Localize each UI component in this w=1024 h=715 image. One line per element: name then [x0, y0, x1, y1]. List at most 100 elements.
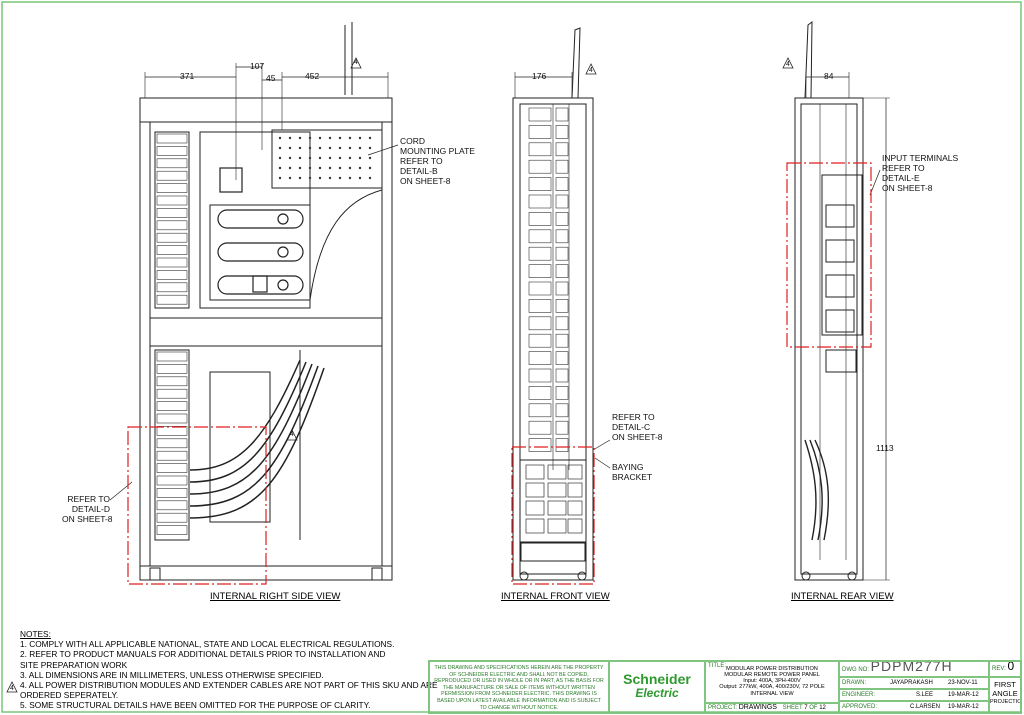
engineer-name: S.LEE [916, 692, 934, 698]
revision-triangle-icon [6, 681, 18, 693]
engineer-label: ENGINEER: [842, 692, 876, 698]
mounting-hole [348, 146, 352, 150]
mounting-hole [368, 166, 372, 170]
title-block: THIS DRAWING AND SPECIFICATIONS HEREIN A… [428, 660, 1022, 714]
callout-line: ON SHEET-8 [612, 432, 663, 442]
pdu-module [156, 220, 188, 231]
note-line: 4. ALL POWER DISTRIBUTION MODULES AND EX… [20, 680, 438, 691]
callout-line: MOUNTING PLATE [400, 146, 475, 156]
breaker-module [555, 420, 569, 435]
mounting-hole [278, 146, 282, 150]
mounting-hole [318, 136, 322, 140]
breaker-module [555, 333, 569, 348]
dim-1113: 1113 [876, 443, 894, 453]
breaker-module [555, 351, 569, 365]
view-title-right: INTERNAL RIGHT SIDE VIEW [210, 591, 341, 602]
sheet-total: 12 [819, 705, 826, 711]
mounting-hole [328, 166, 332, 170]
pdu-module [156, 376, 188, 387]
dim-84: 84 [824, 71, 834, 81]
breaker-module [528, 264, 552, 278]
mounting-hole [288, 136, 292, 140]
angle-line-3: PROJECTION [990, 699, 1020, 705]
mounting-hole [298, 176, 302, 180]
dim-452: 452 [305, 71, 320, 81]
revision-marker: 4 [290, 431, 294, 438]
breaker-module [555, 299, 569, 313]
breaker-module [555, 438, 569, 452]
pdu-module [156, 270, 188, 280]
detail-d-box [127, 426, 267, 585]
title-line: INTERNAL VIEW [750, 690, 794, 697]
pdu-module [156, 450, 188, 461]
feed-breaker [567, 518, 583, 534]
breaker-module [555, 246, 569, 261]
mounting-hole [308, 146, 312, 150]
callout-line: ON SHEET-8 [62, 514, 113, 524]
mounting-hole [308, 176, 312, 180]
mounting-hole [358, 136, 362, 140]
feed-breaker [567, 482, 583, 498]
pdu-module [156, 245, 188, 255]
mounting-hole [328, 156, 332, 160]
breaker-module [528, 246, 552, 261]
project-cell: PROJECT: DRAWINGS SHEET 7 OF 12 [705, 703, 839, 713]
dwg-label: DWG NO: [842, 667, 869, 673]
revision-marker: 4 [354, 59, 358, 66]
mounting-hole [298, 146, 302, 150]
title-cell: TITLE: MODULAR POWER DISTRIBUTION MODULA… [705, 661, 839, 703]
feed-breaker [567, 464, 583, 480]
breaker-module [528, 229, 552, 244]
callout-line: INPUT TERMINALS [882, 153, 959, 163]
angle-line-1: FIRST [994, 680, 1016, 689]
breaker-module [555, 264, 569, 278]
callout-input-terminals: INPUT TERMINALS REFER TO DETAIL-E ON SHE… [882, 153, 958, 193]
note-line: 1. COMPLY WITH ALL APPLICABLE NATIONAL, … [20, 639, 395, 650]
rear-view [794, 20, 890, 581]
breaker-module [555, 281, 569, 296]
feed-breaker [567, 500, 583, 516]
logo-line-1: Schneider [623, 671, 691, 687]
mounting-hole [358, 176, 362, 180]
breaker-module [528, 438, 552, 452]
breaker-module [528, 177, 552, 191]
callout-line: REFER TO [67, 494, 110, 504]
mounting-hole [308, 136, 312, 140]
drawn-row: DRAWN: JAYAPRAKASH 23-NOV-11 [839, 677, 989, 689]
note-line: SITE PREPARATION WORK [20, 659, 128, 670]
breaker-module [555, 107, 569, 122]
breaker-module [528, 403, 552, 418]
mounting-hole [338, 166, 342, 170]
engineer-row: ENGINEER: S.LEE 19-MAR-12 [839, 689, 989, 701]
callout-line: REFER TO [400, 156, 443, 166]
approved-name: C.LARSEN [910, 704, 941, 710]
project-value: DRAWINGS [738, 704, 777, 711]
front-view [512, 27, 611, 581]
sheet-label: SHEET [782, 705, 803, 711]
callout-line: REFER TO [882, 163, 925, 173]
breaker-module [555, 142, 569, 157]
breaker-module [528, 299, 552, 313]
mounting-hole [318, 176, 322, 180]
mounting-hole [298, 166, 302, 170]
breaker-module [528, 351, 552, 365]
mounting-hole [348, 166, 352, 170]
breaker-module [528, 420, 552, 435]
pdu-module [156, 525, 188, 535]
callout-line: REFER TO [612, 412, 655, 422]
title-line: MODULAR POWER DISTRIBUTION [726, 665, 818, 672]
feed-breaker [525, 482, 545, 498]
breaker-module [555, 386, 569, 400]
mounting-hole [288, 166, 292, 170]
revision-triangle-icon [585, 63, 597, 75]
feed-breaker [547, 518, 567, 534]
breaker-module [555, 159, 569, 174]
breaker-module [528, 316, 552, 331]
approved-date: 19-MAR-12 [948, 704, 979, 710]
mounting-hole [368, 176, 372, 180]
dim-107: 107 [250, 61, 265, 71]
breaker-module [528, 281, 552, 296]
drawn-date: 23-NOV-11 [948, 680, 978, 686]
breaker-module [528, 212, 552, 226]
